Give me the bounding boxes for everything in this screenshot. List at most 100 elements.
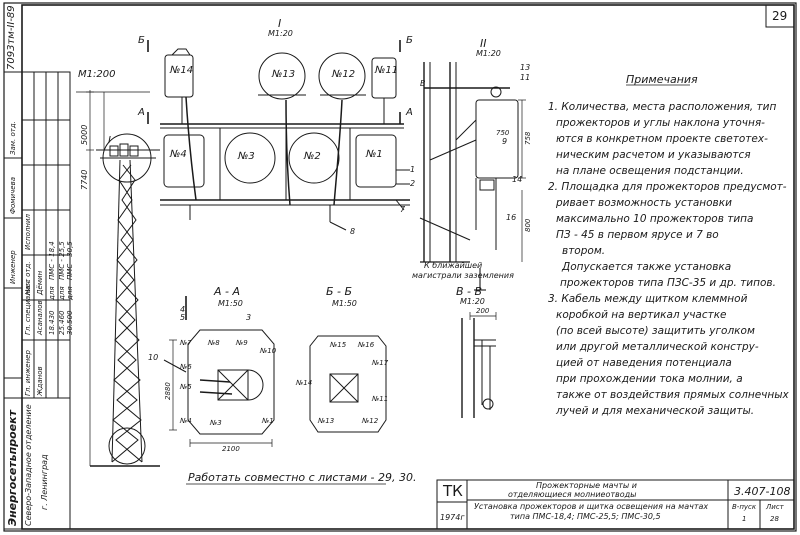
lamp-label: №16 [358, 341, 375, 349]
org-branch: Северо-Западное отделение [24, 404, 33, 526]
lamp-label: №9 [236, 339, 248, 347]
note-line: Допускается также установка [562, 261, 732, 273]
lamp-label: №8 [208, 339, 220, 347]
note-line: ническим расчетом и указываются [556, 149, 751, 161]
callout: 10 [148, 353, 159, 362]
lamp-label: №3 [238, 151, 255, 162]
sheet-number: 29 [772, 9, 788, 23]
lamp-label: №12 [362, 417, 379, 425]
title-line: отделяющиеся молниеотводы [508, 490, 637, 499]
callout: 9 [502, 137, 508, 146]
signature-name: Инженер [9, 250, 17, 284]
view-I [147, 40, 410, 231]
view-II-scale: М1:20 [476, 49, 501, 58]
sheet-value: 28 [770, 515, 779, 523]
note-line: также от воздействия прямых солнечных [556, 389, 789, 401]
callout: 3 [246, 313, 252, 322]
section-BB-scale: М1:50 [332, 299, 357, 308]
note-line: цией от наведения потенциала [556, 357, 732, 369]
doc-number: 3.407-108 [734, 485, 791, 498]
ground-label: К ближайшей [424, 261, 483, 270]
mast-general-view [76, 90, 160, 467]
signature-name: Дёмин [36, 270, 44, 295]
lamp-label: №4 [180, 417, 192, 425]
view-II-mark: В [420, 79, 426, 88]
callout: 5 [180, 313, 186, 322]
variant-type: ПМС - 18,4 [48, 241, 56, 280]
callout: 2 [410, 179, 416, 188]
callout: 7 [400, 205, 406, 214]
note-line: лучей и для механической защиты. [556, 405, 755, 417]
section-VV-scale: М1:20 [460, 297, 485, 306]
signature-name: Асаналов [36, 300, 44, 335]
variant-mark: для [48, 286, 56, 300]
note-line: при прохождении тока молнии, а [556, 373, 743, 385]
lamp-label: №10 [260, 347, 277, 355]
dim: 2880 [164, 382, 172, 400]
note-line: коробкой на вертикал участке [556, 309, 727, 321]
note-line: или другой металлической констру- [556, 341, 759, 353]
year: 1974г [440, 513, 465, 522]
lamp-label: №11 [372, 395, 389, 403]
callout: 14 [512, 175, 523, 184]
dim: 200 [476, 307, 490, 315]
note-line: втором. [562, 245, 606, 257]
org-city: г. Ленинград [40, 454, 49, 510]
notes-heading: Примечания [626, 73, 698, 86]
variant-prefix: 30.500 [66, 310, 74, 336]
cut-mark: А [406, 107, 413, 118]
note-line: ПЗ - 45 в первом ярусе и 7 во [556, 229, 719, 241]
ground-label: магистрали заземления [412, 271, 514, 280]
org-name: Энергосетьпроект [6, 410, 19, 526]
view-II [419, 62, 526, 291]
sheet-label: Лист [766, 503, 784, 511]
section-VV-title: В - В [456, 285, 483, 298]
lamp-label: №7 [180, 339, 192, 347]
title-line: типа ПМС-18,4; ПМС-25,5; ПМС-30,5 [510, 512, 661, 521]
variant-prefix: 18.430 [48, 310, 56, 336]
variant-mark: для [58, 286, 66, 300]
title-line: Установка прожекторов и щитка освещения … [474, 502, 709, 511]
title-line: Прожекторные мачты и [536, 481, 637, 490]
view-II-title: II [480, 37, 487, 50]
issue-value: 1 [742, 515, 747, 523]
tk-label: ТК [443, 482, 463, 500]
lamp-label: №14 [296, 379, 313, 387]
stamp-code: 7093тм-II-89 [6, 5, 17, 70]
callout: 11 [520, 73, 531, 82]
variant-type: ПМС - 30,5 [66, 241, 74, 280]
lamp-label: №14 [170, 65, 194, 76]
cut-mark: Б [406, 35, 413, 46]
note-line: на плане освещения подстанции. [556, 165, 744, 177]
lamp-label: №3 [210, 419, 222, 427]
section-AA-scale: М1:50 [218, 299, 243, 308]
general-scale: М1:200 [78, 69, 116, 80]
dim: 800 [524, 218, 532, 232]
lamp-label: №4 [170, 149, 187, 160]
title-block [436, 479, 795, 530]
signature-name: Жданов [36, 366, 44, 396]
general-mark: I [108, 135, 111, 146]
note-line: прожекторов и углы наклона уточня- [556, 117, 765, 129]
section-BB-title: Б - Б [326, 285, 353, 298]
callout: 4 [180, 305, 186, 314]
lamp-label: №6 [180, 363, 192, 371]
section-VV [461, 312, 497, 418]
signature-role: Нач. отд. [24, 261, 32, 295]
note-line: максимально 10 прожекторов типа [556, 213, 754, 225]
callout: 13 [520, 63, 531, 72]
note-line: ются в конкретном проекте светотех- [556, 133, 768, 145]
stamp-box-4 [3, 287, 23, 379]
signature-name: Зам. отд. [9, 121, 17, 155]
variants-table [21, 71, 71, 399]
note-line: ривает возможность установки [556, 197, 732, 209]
lamp-label: №17 [372, 359, 389, 367]
note-line: прожекторов типа ПЗС-35 и др. типов. [560, 277, 776, 289]
lamp-label: №1 [262, 417, 274, 425]
lamp-label: №11 [375, 65, 399, 76]
variant-prefix: 25.460 [58, 310, 66, 336]
signature-name: Фомичева [9, 177, 17, 214]
signature-role: Исполнил [24, 213, 32, 250]
lamp-label: №5 [180, 383, 192, 391]
